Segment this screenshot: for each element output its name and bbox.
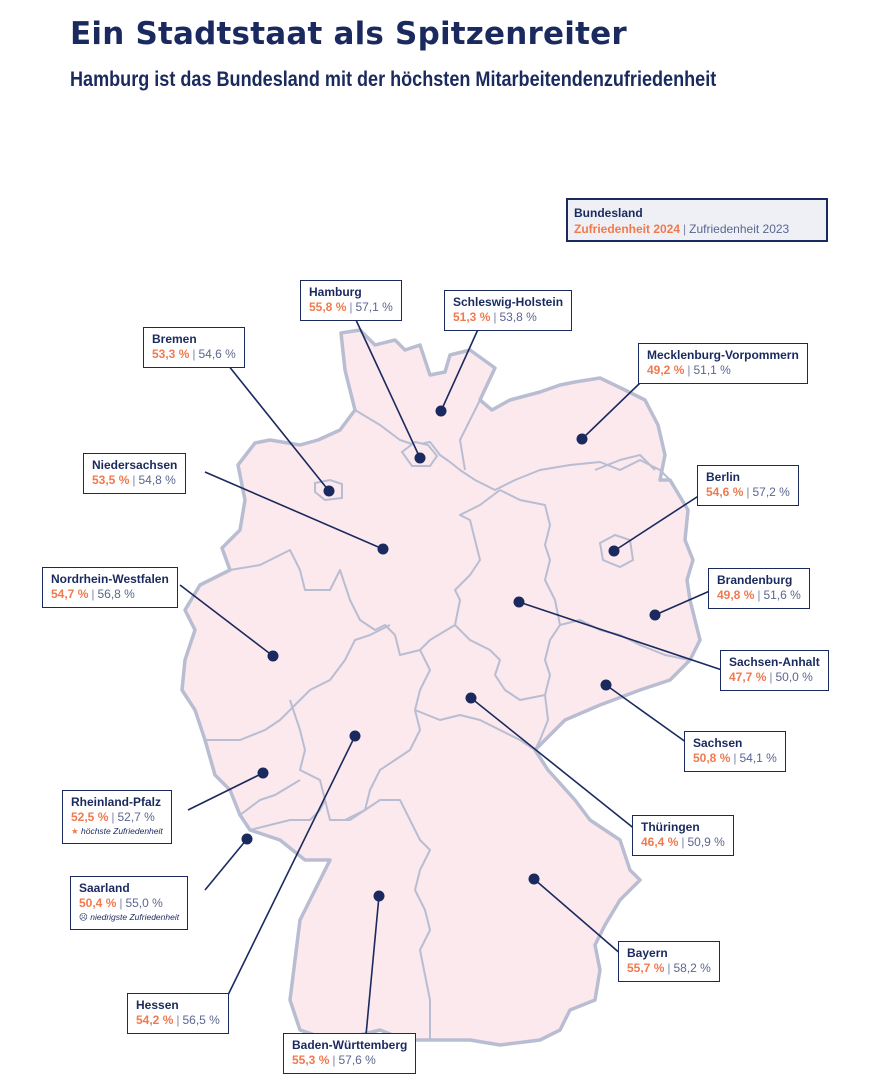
label-mecklenburg-vorpommern: Mecklenburg-Vorpommern 49,2 %|51,1 % [638, 343, 808, 384]
label-thueringen: Thüringen 46,4 %|50,9 % [632, 815, 734, 856]
label-sachsen-anhalt: Sachsen-Anhalt 47,7 %|50,0 % [720, 650, 829, 691]
label-hamburg: Hamburg 55,8 %|57,1 % [300, 280, 402, 321]
label-rheinland-pfalz: Rheinland-Pfalz 52,5 %|52,7 % ★ höchste … [62, 790, 172, 844]
map-legend: Bundesland Zufriedenheit 2024|Zufriedenh… [566, 198, 828, 242]
label-hessen: Hessen 54,2 %|56,5 % [127, 993, 229, 1034]
legend-2024-label: Zufriedenheit 2024 [574, 222, 681, 236]
lowest-satisfaction-note: ☹ niedrigste Zufriedenheit [79, 912, 180, 922]
label-schleswig-holstein: Schleswig-Holstein 51,3 %|53,8 % [444, 290, 573, 331]
label-saarland: Saarland 50,4 %|55,0 % ☹ niedrigste Zufr… [70, 876, 189, 930]
label-brandenburg: Brandenburg 49,8 %|51,6 % [708, 568, 810, 609]
label-berlin: Berlin 54,6 %|57,2 % [697, 465, 799, 506]
star-icon: ★ [71, 826, 79, 836]
germany-outline [180, 328, 702, 1047]
state-borders [205, 399, 691, 1040]
label-baden-wuerttemberg: Baden-Württemberg 55,3 %|57,6 % [283, 1033, 417, 1074]
label-niedersachsen: Niedersachsen 53,5 %|54,8 % [83, 453, 187, 494]
label-nordrhein-westfalen: Nordrhein-Westfalen 54,7 %|56,8 % [42, 567, 178, 608]
state-markers [241, 405, 661, 902]
legend-2023-label: Zufriedenheit 2023 [689, 222, 790, 236]
sad-face-icon: ☹ [79, 912, 88, 922]
legend-title: Bundesland [574, 206, 643, 220]
page-title: Ein Stadtstaat als Spitzenreiter [70, 16, 627, 52]
label-bremen: Bremen 53,3 %|54,6 % [143, 327, 245, 368]
label-sachsen: Sachsen 50,8 %|54,1 % [684, 731, 786, 772]
label-bayern: Bayern 55,7 %|58,2 % [618, 941, 720, 982]
leader-lines [179, 319, 723, 1036]
page-subtitle: Hamburg ist das Bundesland mit der höchs… [70, 68, 717, 91]
highest-satisfaction-note: ★ höchste Zufriedenheit [71, 826, 163, 836]
